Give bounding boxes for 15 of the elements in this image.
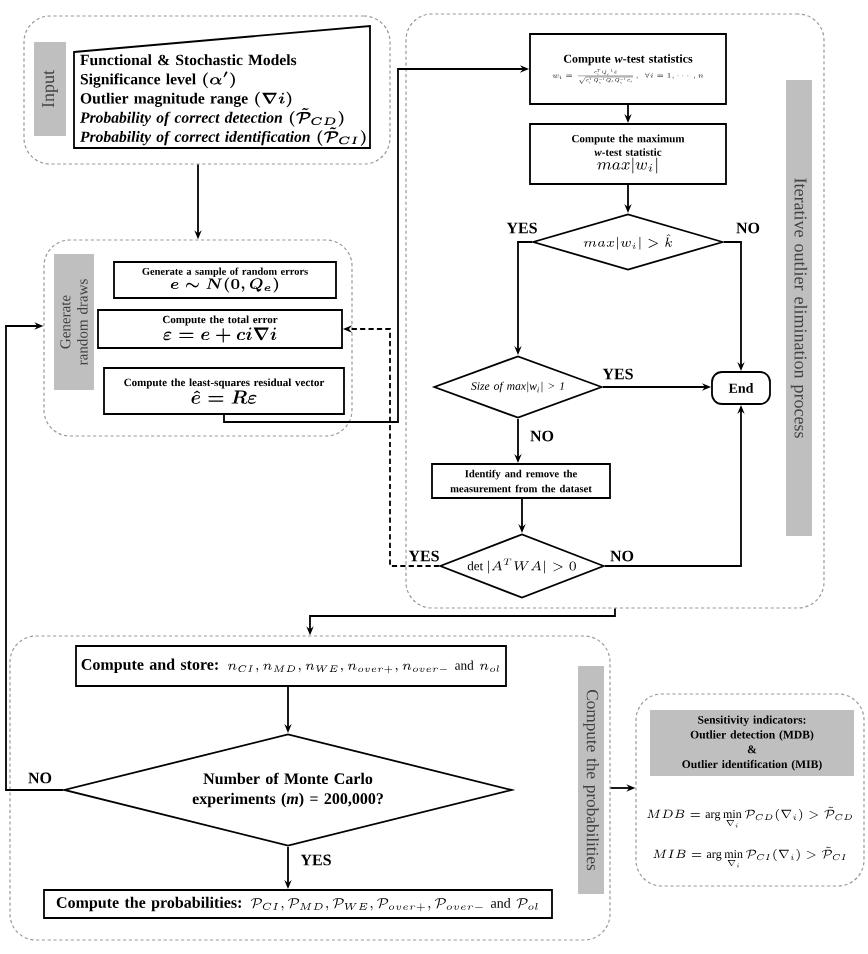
side-label: Input <box>34 42 66 136</box>
process-box: Compute the probabilities: $\mathcal{P}_{CI}, \mathcal{P}_{MD}, \mathcal{P}_{WE}, \mathcal{P}_{over+}, \mathcal{P}_{over-} \text{ and } \mathcal{P}_{ol}$ <box>43 889 553 919</box>
side-label: Iterative outlier elimination process <box>786 80 812 536</box>
edge-label: YES <box>299 853 333 867</box>
edge-label: NO <box>26 771 54 785</box>
process-box: Compute and store: $n_{CI}, n_{MD}, n_{WE}, n_{over+}, n_{over-} \text{ and } n_{ol}$ <box>75 645 507 687</box>
edge-label: NO <box>734 221 762 235</box>
side-label: Compute the probabilities <box>578 666 604 894</box>
edge-label: YES <box>601 367 635 381</box>
arrow <box>5 322 64 791</box>
edge-label: NO <box>608 549 636 563</box>
formula: $MDB = \arg\min\limits_{\nabla_{i}} \mathcal{P}_{CD}(\nabla_{i}) > \tilde{\mathcal{P}}_{CD}$ <box>647 806 852 828</box>
edge-label: YES <box>407 549 441 563</box>
formula: $MIB = \arg\min\limits_{\nabla_{i}} \mathcal{P}_{CI}(\nabla_{i}) > \tilde{\mathcal{P}}_{CI}$ <box>653 846 846 868</box>
edge-label: NO <box>528 429 556 443</box>
